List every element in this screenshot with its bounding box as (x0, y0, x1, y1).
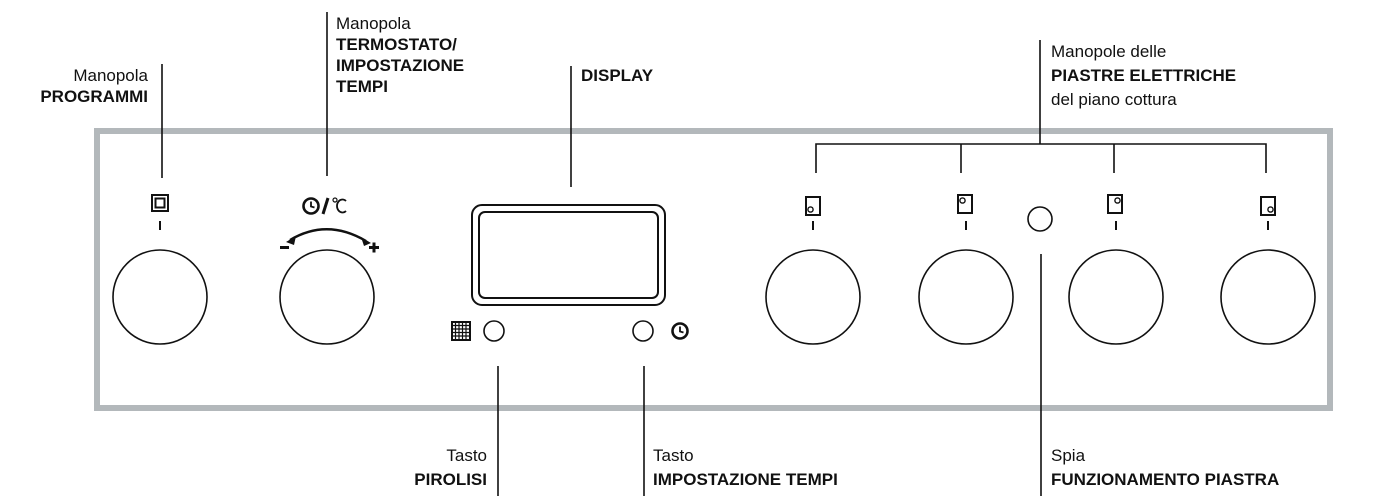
spia-label: Spia FUNZIONAMENTO PIASTRA (1051, 444, 1279, 492)
hob-4-zero-marker (1267, 221, 1269, 230)
pirolisi-label: Tasto PIROLISI (414, 444, 487, 492)
clock-thermostat-icon (302, 197, 347, 215)
pirolisi-button[interactable] (483, 320, 505, 342)
termostato-label-line3: IMPOSTAZIONE (336, 56, 465, 75)
hob-knob-3[interactable] (1068, 249, 1164, 345)
pirolisi-label-line1: Tasto (446, 446, 487, 465)
thermostat-scale-arc (286, 228, 371, 246)
programmi-label: Manopola PROGRAMMI (40, 65, 148, 107)
hob-front-right-icon (1260, 196, 1276, 216)
piastre-label-line2: PIASTRE ELETTRICHE (1051, 66, 1237, 85)
termostato-label-line2: TERMOSTATO/ (336, 35, 457, 54)
spia-label-line2: FUNZIONAMENTO PIASTRA (1051, 470, 1280, 489)
display-label: DISPLAY (581, 65, 653, 86)
programmi-zero-marker (159, 221, 161, 230)
piastre-bracket (815, 143, 1267, 173)
spia-label-line1: Spia (1051, 446, 1086, 465)
piastre-label-line1: Manopole delle (1051, 42, 1167, 61)
hob-indicator-light (1027, 206, 1053, 232)
minus-mark (280, 246, 289, 249)
pirolisi-label-line2: PIROLISI (414, 470, 487, 489)
tempi-button[interactable] (632, 320, 654, 342)
termostato-knob[interactable] (279, 249, 375, 345)
hob-knob-2[interactable] (918, 249, 1014, 345)
piastre-label: Manopole delle PIASTRE ELETTRICHE del pi… (1051, 40, 1236, 112)
display-screen (471, 204, 666, 306)
programmi-knob[interactable] (112, 249, 208, 345)
hob-3-zero-marker (1115, 221, 1117, 230)
programmi-label-line1: Manopola (73, 66, 148, 85)
programmi-label-line2: PROGRAMMI (40, 87, 148, 106)
termostato-label-line4: TEMPI (336, 77, 388, 96)
hob-rear-right-icon (1107, 194, 1123, 214)
tempi-label-line1: Tasto (653, 446, 694, 465)
hob-2-zero-marker (965, 221, 967, 230)
hob-front-left-icon (805, 196, 821, 216)
hob-knob-1[interactable] (765, 249, 861, 345)
plus-mark (369, 242, 379, 253)
grid-pyrolysis-icon (451, 321, 471, 341)
hob-knob-4[interactable] (1220, 249, 1316, 345)
termostato-label-line1: Manopola (336, 14, 411, 33)
tempi-label: Tasto IMPOSTAZIONE TEMPI (653, 444, 838, 492)
clock-icon (671, 322, 689, 340)
display-label-line1: DISPLAY (581, 66, 654, 85)
termostato-label: Manopola TERMOSTATO/ IMPOSTAZIONE TEMPI (336, 13, 464, 97)
control-panel-frame (94, 128, 1333, 411)
tempi-label-line2: IMPOSTAZIONE TEMPI (653, 470, 838, 489)
piastre-label-line3: del piano cottura (1051, 90, 1177, 109)
square-program-icon (151, 194, 169, 212)
hob-rear-left-icon (957, 194, 973, 214)
hob-1-zero-marker (812, 221, 814, 230)
